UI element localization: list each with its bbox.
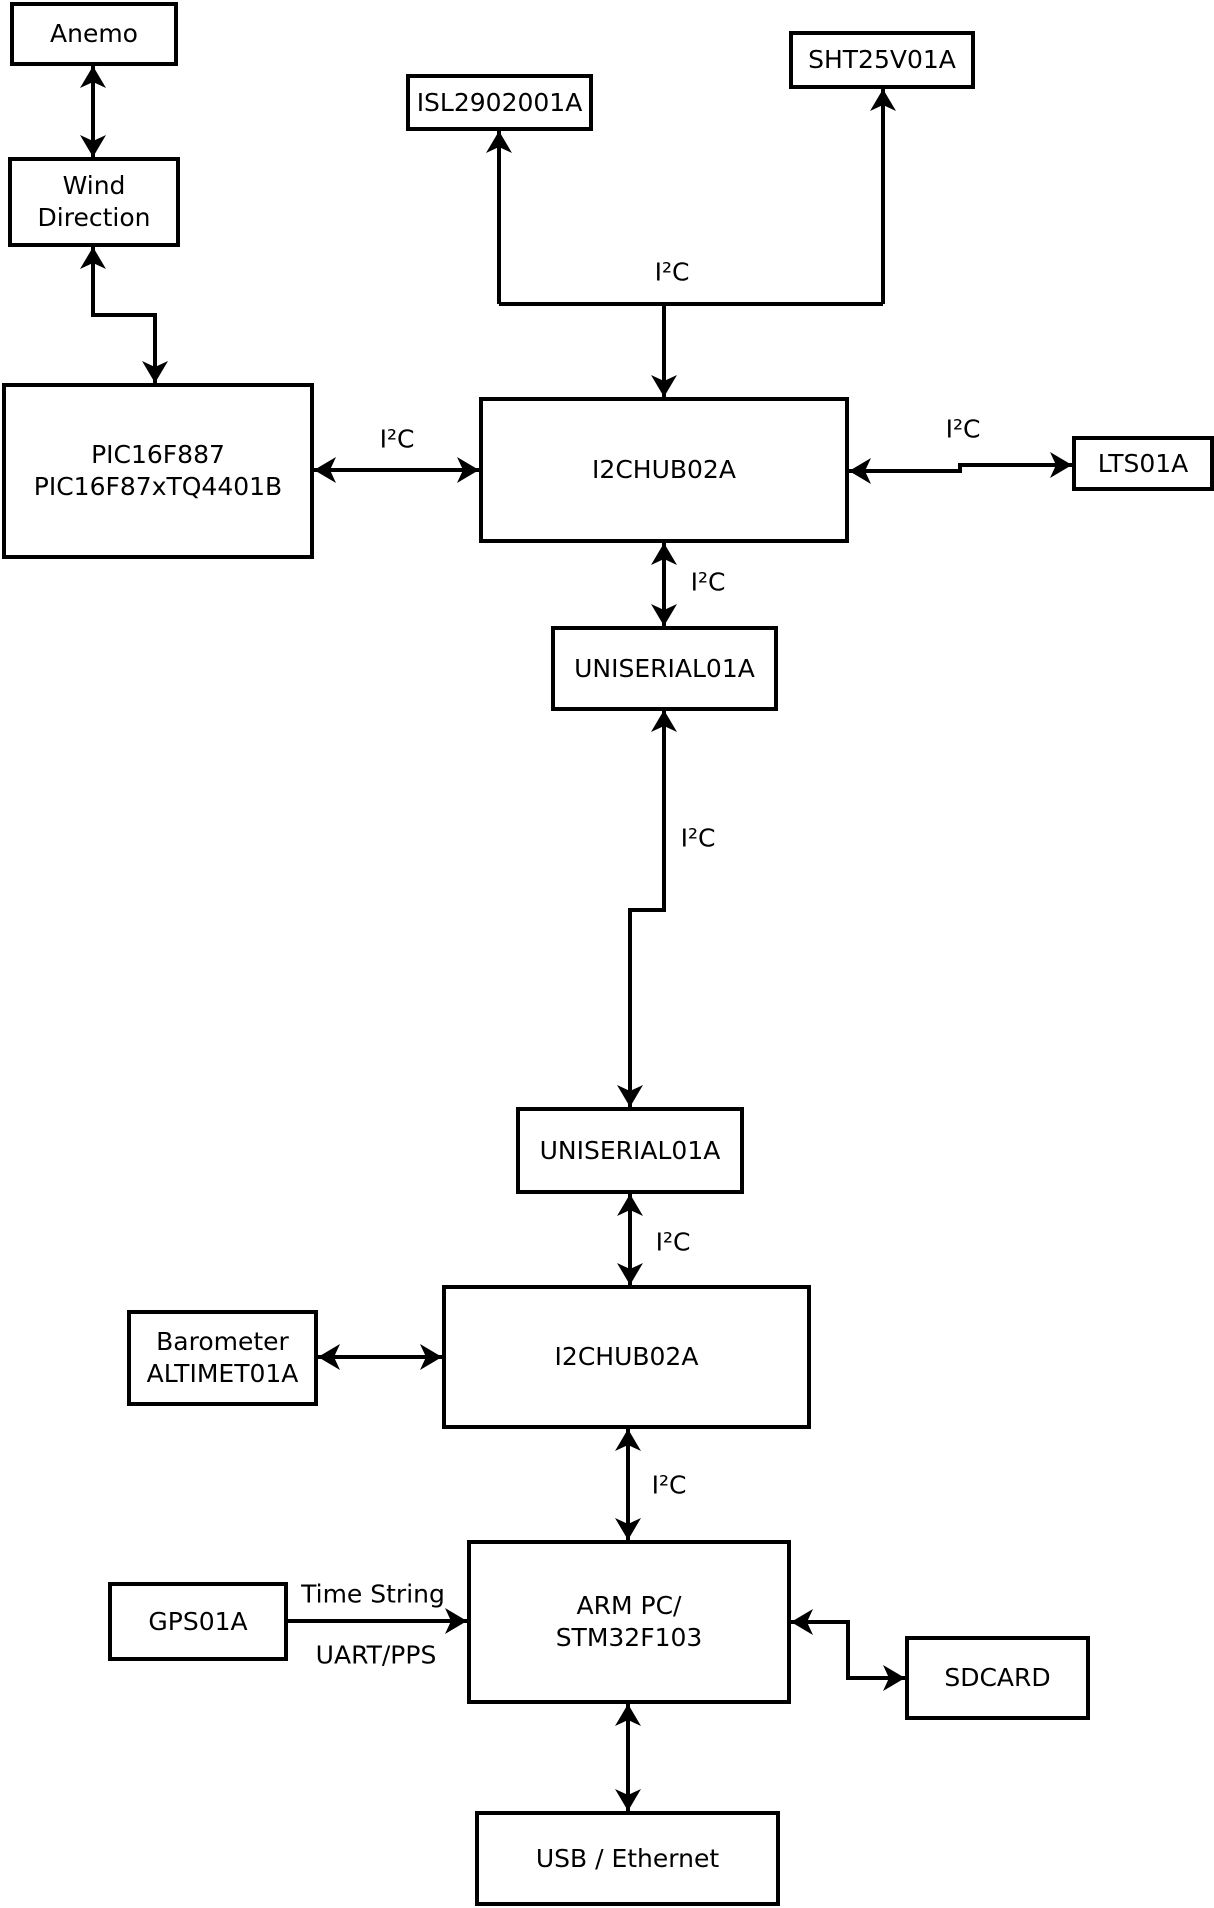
node-uniserial01a-upper-label: UNISERIAL01A xyxy=(574,653,755,683)
node-anemo-label: Anemo xyxy=(50,19,138,48)
node-gps01a: GPS01A xyxy=(108,1582,288,1661)
node-isl2902001a: ISL2902001A xyxy=(406,74,593,131)
node-isl2902001a-label: ISL2902001A xyxy=(416,87,583,117)
node-i2chub02a-lower: I2CHUB02A xyxy=(442,1285,811,1429)
node-i2chub02a-upper-label: I2CHUB02A xyxy=(592,455,736,484)
edge-label-i2c-hub1-lts: I²C xyxy=(945,414,981,444)
node-usb-ethernet-label: USB / Ethernet xyxy=(535,1843,720,1873)
edge-uniserial1-uniserial2 xyxy=(617,710,677,1107)
node-gps01a-label: GPS01A xyxy=(148,1606,248,1636)
node-sht25v01a-label: SHT25V01A xyxy=(808,45,956,74)
node-lts01a-label: LTS01A xyxy=(1097,448,1189,478)
edge-wind-pic xyxy=(80,247,168,383)
node-uniserial01a-lower-label: UNISERIAL01A xyxy=(539,1135,721,1165)
node-usb-ethernet: USB / Ethernet xyxy=(475,1811,780,1906)
node-wind-direction: Wind Direction xyxy=(8,157,180,247)
edge-arm-sdcard xyxy=(791,1609,905,1691)
node-uniserial01a-lower: UNISERIAL01A xyxy=(516,1107,744,1194)
node-i2chub02a-lower-label: I2CHUB02A xyxy=(554,1342,699,1371)
edge-label-i2c-hub1-uniserial1: I²C xyxy=(690,567,726,597)
node-barometer-line2: ALTIMET01A xyxy=(146,1359,299,1388)
node-uniserial01a-upper: UNISERIAL01A xyxy=(551,626,778,711)
edge-label-i2c-pic-hub1: I²C xyxy=(379,424,415,454)
node-wind-direction-line1: Wind xyxy=(62,171,126,200)
edge-label-i2c-long-link: I²C xyxy=(680,823,716,853)
node-sdcard-label: SDCARD xyxy=(944,1663,1051,1692)
edge-label-time-string: Time String xyxy=(301,1579,445,1609)
node-arm-pc-line2: STM32F103 xyxy=(555,1623,703,1652)
node-arm-pc-line1: ARM PC/ xyxy=(576,1591,682,1620)
edge-label-i2c-hub2-arm: I²C xyxy=(651,1470,687,1500)
node-arm-pc-stm32f103: ARM PC/ STM32F103 xyxy=(467,1540,791,1704)
node-pic16f887-line1: PIC16F887 xyxy=(91,440,225,469)
node-anemo: Anemo xyxy=(10,2,178,66)
edge-hub1-lts xyxy=(849,452,1072,484)
node-barometer-line1: Barometer xyxy=(156,1327,289,1356)
node-pic16f887: PIC16F887 PIC16F87xTQ4401B xyxy=(2,383,314,559)
node-barometer-altimet01a: Barometer ALTIMET01A xyxy=(127,1310,318,1406)
edge-label-uart-pps: UART/PPS xyxy=(315,1640,437,1670)
edge-label-i2c-uniserial2-hub2: I²C xyxy=(655,1227,691,1257)
node-lts01a: LTS01A xyxy=(1072,436,1214,491)
node-sht25v01a: SHT25V01A xyxy=(789,31,975,89)
node-wind-direction-line2: Direction xyxy=(37,203,151,232)
node-sdcard: SDCARD xyxy=(905,1636,1090,1720)
node-pic16f887-line2: PIC16F87xTQ4401B xyxy=(33,472,283,501)
node-i2chub02a-upper: I2CHUB02A xyxy=(479,397,849,543)
edge-label-i2c-top: I²C xyxy=(654,257,690,287)
